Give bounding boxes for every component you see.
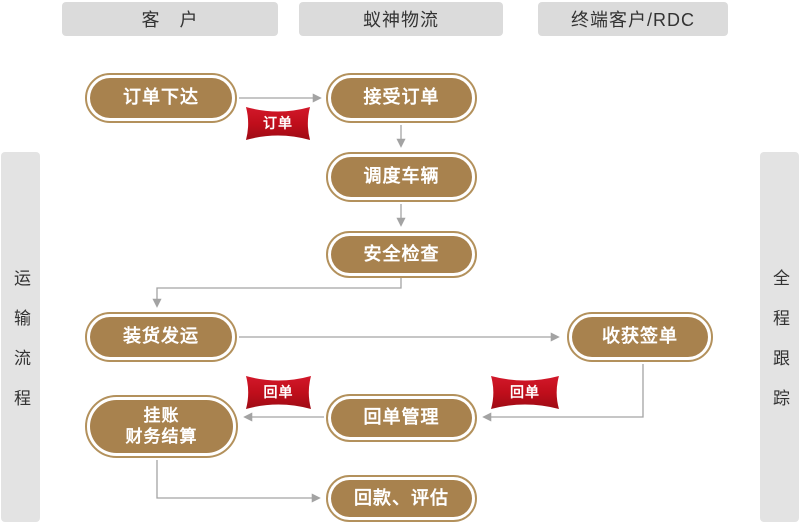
lane-header-label: 终端客户/RDC	[571, 10, 695, 30]
node-dispatch-vehicles: 调度车辆	[326, 152, 477, 202]
sidebar-label: 全程跟踪	[770, 268, 789, 429]
ribbon-banner-shape	[491, 376, 559, 409]
node-label: 回单管理	[331, 399, 472, 437]
node-accept-order: 接受订单	[326, 73, 477, 123]
ribbon-receipt-right: 回单	[490, 376, 560, 409]
node-label: 装货发运	[90, 317, 232, 357]
node-label: 订单下达	[90, 78, 232, 118]
node-receipt-signing: 收获签单	[567, 312, 713, 362]
node-label: 安全检查	[331, 236, 472, 273]
sidebar-transport-process: 运输流程	[1, 152, 40, 522]
ribbon-banner-shape	[245, 376, 312, 409]
node-order-issued: 订单下达	[85, 73, 237, 123]
ribbon-banner-shape	[245, 107, 311, 140]
node-safety-check: 安全检查	[326, 231, 477, 278]
ribbon-order: 订单	[245, 107, 311, 140]
node-label: 收获签单	[572, 317, 708, 357]
sidebar-label: 运输流程	[11, 268, 30, 429]
ribbon-label: 订单	[263, 114, 293, 131]
node-settlement: 挂账 财务结算	[85, 395, 238, 458]
node-receipt-management: 回单管理	[326, 394, 477, 442]
connector-safety-to-load	[152, 278, 402, 308]
lane-header-customer: 客 户	[62, 2, 278, 36]
connector-sign-to-receipt-mgmt	[482, 364, 644, 422]
node-label: 回款、评估	[331, 480, 472, 517]
sidebar-full-tracking: 全程跟踪	[760, 152, 799, 522]
lane-header-yishen-logistics: 蚁神物流	[299, 2, 503, 36]
ribbon-receipt-left: 回单	[245, 376, 312, 409]
ribbon-label: 回单	[263, 383, 294, 400]
node-load-and-ship: 装货发运	[85, 312, 237, 362]
lane-header-terminal-rdc: 终端客户/RDC	[538, 2, 728, 36]
node-label: 接受订单	[331, 78, 472, 118]
lane-header-label: 蚁神物流	[363, 10, 439, 30]
ribbon-label: 回单	[510, 383, 540, 400]
connector-settlement-to-payment	[156, 460, 321, 503]
node-label: 调度车辆	[331, 157, 472, 197]
node-payment-evaluation: 回款、评估	[326, 475, 477, 522]
lane-header-label: 客 户	[141, 10, 199, 30]
node-label: 挂账 财务结算	[90, 400, 233, 453]
